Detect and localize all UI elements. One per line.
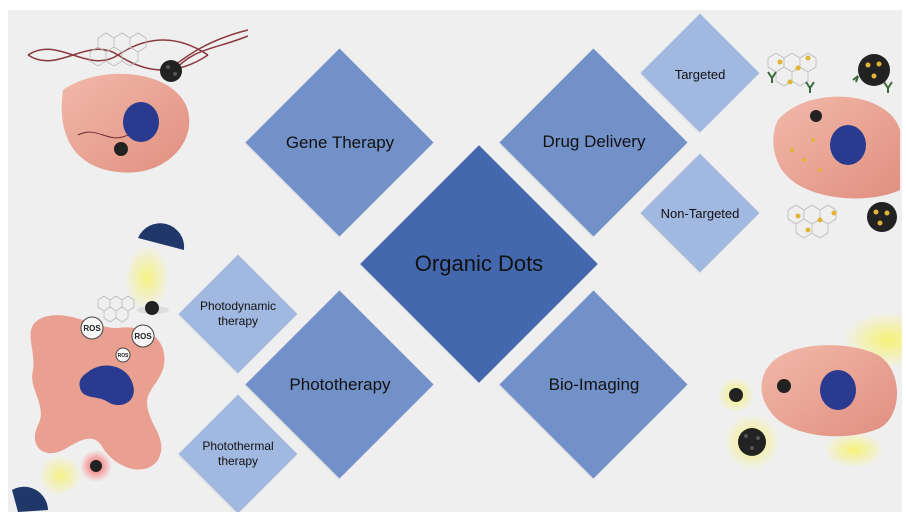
organic-dot-icon: [160, 60, 182, 82]
nucleus-icon: [123, 102, 159, 142]
phototherapy-illustration: ROS ROS ROS: [12, 223, 185, 512]
gene-therapy-label: Gene Therapy: [285, 133, 395, 153]
photodynamic-line1: Photodynamic: [199, 299, 277, 313]
bio-imaging-label: Bio-Imaging: [548, 375, 640, 395]
center-label: Organic Dots: [414, 251, 544, 277]
phototherapy-label: Phototherapy: [289, 375, 391, 395]
diagram-canvas: ROS ROS ROS Organic Dots: [8, 10, 902, 512]
ros-label-1: ROS: [83, 324, 101, 333]
lamp-icon: [138, 223, 185, 250]
ros-bubbles: ROS ROS ROS: [80, 316, 155, 363]
photodynamic-line2: therapy: [217, 314, 259, 328]
ros-label-2: ROS: [134, 332, 152, 341]
photothermal-line1: Photothermal: [202, 439, 274, 453]
drug-delivery-illustration: [767, 52, 900, 239]
graphene-sheet-icon: [89, 32, 147, 67]
lamp-icon: [12, 486, 48, 512]
photothermal-label: Photothermal therapy: [178, 436, 298, 472]
gene-therapy-illustration: [27, 29, 249, 173]
non-targeted-label: Non-Targeted: [660, 205, 740, 221]
photodynamic-label: Photodynamic therapy: [178, 296, 298, 332]
dna-strand-icon: [27, 39, 209, 62]
photothermal-line2: therapy: [217, 454, 259, 468]
bio-imaging-illustration: [718, 312, 902, 470]
illustration-layer: ROS ROS ROS: [12, 29, 902, 512]
ros-label-3: ROS: [118, 353, 130, 359]
drug-delivery-label: Drug Delivery: [542, 132, 646, 152]
targeted-label: Targeted: [674, 66, 726, 82]
